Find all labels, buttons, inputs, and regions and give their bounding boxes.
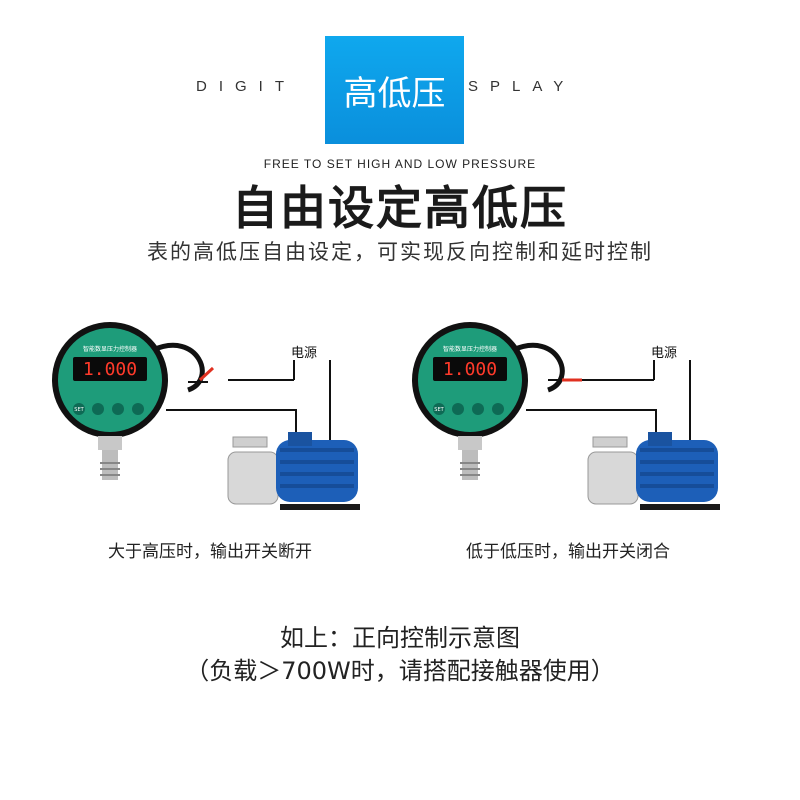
display-value: 1.000: [443, 359, 497, 380]
pressure-gauge-icon: 1.000 智能数显压力控制器 SET: [412, 322, 528, 480]
header-box-text: 高低压: [343, 73, 446, 114]
switch-open-icon: [198, 366, 215, 382]
power-label: 电源: [291, 346, 317, 361]
power-label: 电源: [651, 346, 677, 361]
header-title-box: 高低压: [325, 36, 464, 144]
caption-low-pressure: 低于低压时，输出开关闭合: [466, 542, 670, 562]
cable-icon: [511, 342, 565, 393]
diagram-high-pressure: 1.000 智能数显压力控制器 SET 电源: [52, 322, 360, 510]
diagram-low-pressure: 1.000 智能数显压力控制器 SET 电源: [412, 322, 720, 510]
pressure-gauge-icon: 1.000 智能数显压力控制器 SET: [52, 322, 168, 480]
page-title: 自由设定高低压: [232, 181, 568, 235]
set-button-label: SET: [74, 407, 84, 413]
footer-line-2: （负载＞700W时，请搭配接触器使用）: [185, 657, 615, 685]
description: 表的高低压自由设定，可实现反向控制和延时控制: [147, 240, 653, 264]
display-value: 1.000: [83, 359, 137, 380]
gauge-label: 智能数显压力控制器: [83, 345, 137, 353]
gauge-label: 智能数显压力控制器: [443, 345, 497, 353]
water-pump-icon: [587, 432, 720, 510]
header-left-text: DIGIT: [196, 78, 296, 95]
header-right-text: SPLAY: [468, 78, 576, 95]
water-pump-icon: [227, 432, 360, 510]
set-button-label: SET: [434, 407, 444, 413]
cable-icon: [151, 342, 205, 393]
english-subtitle: FREE TO SET HIGH AND LOW PRESSURE: [263, 157, 537, 171]
footer-line-1: 如上：正向控制示意图: [280, 624, 520, 652]
caption-high-pressure: 大于高压时，输出开关断开: [108, 542, 312, 562]
